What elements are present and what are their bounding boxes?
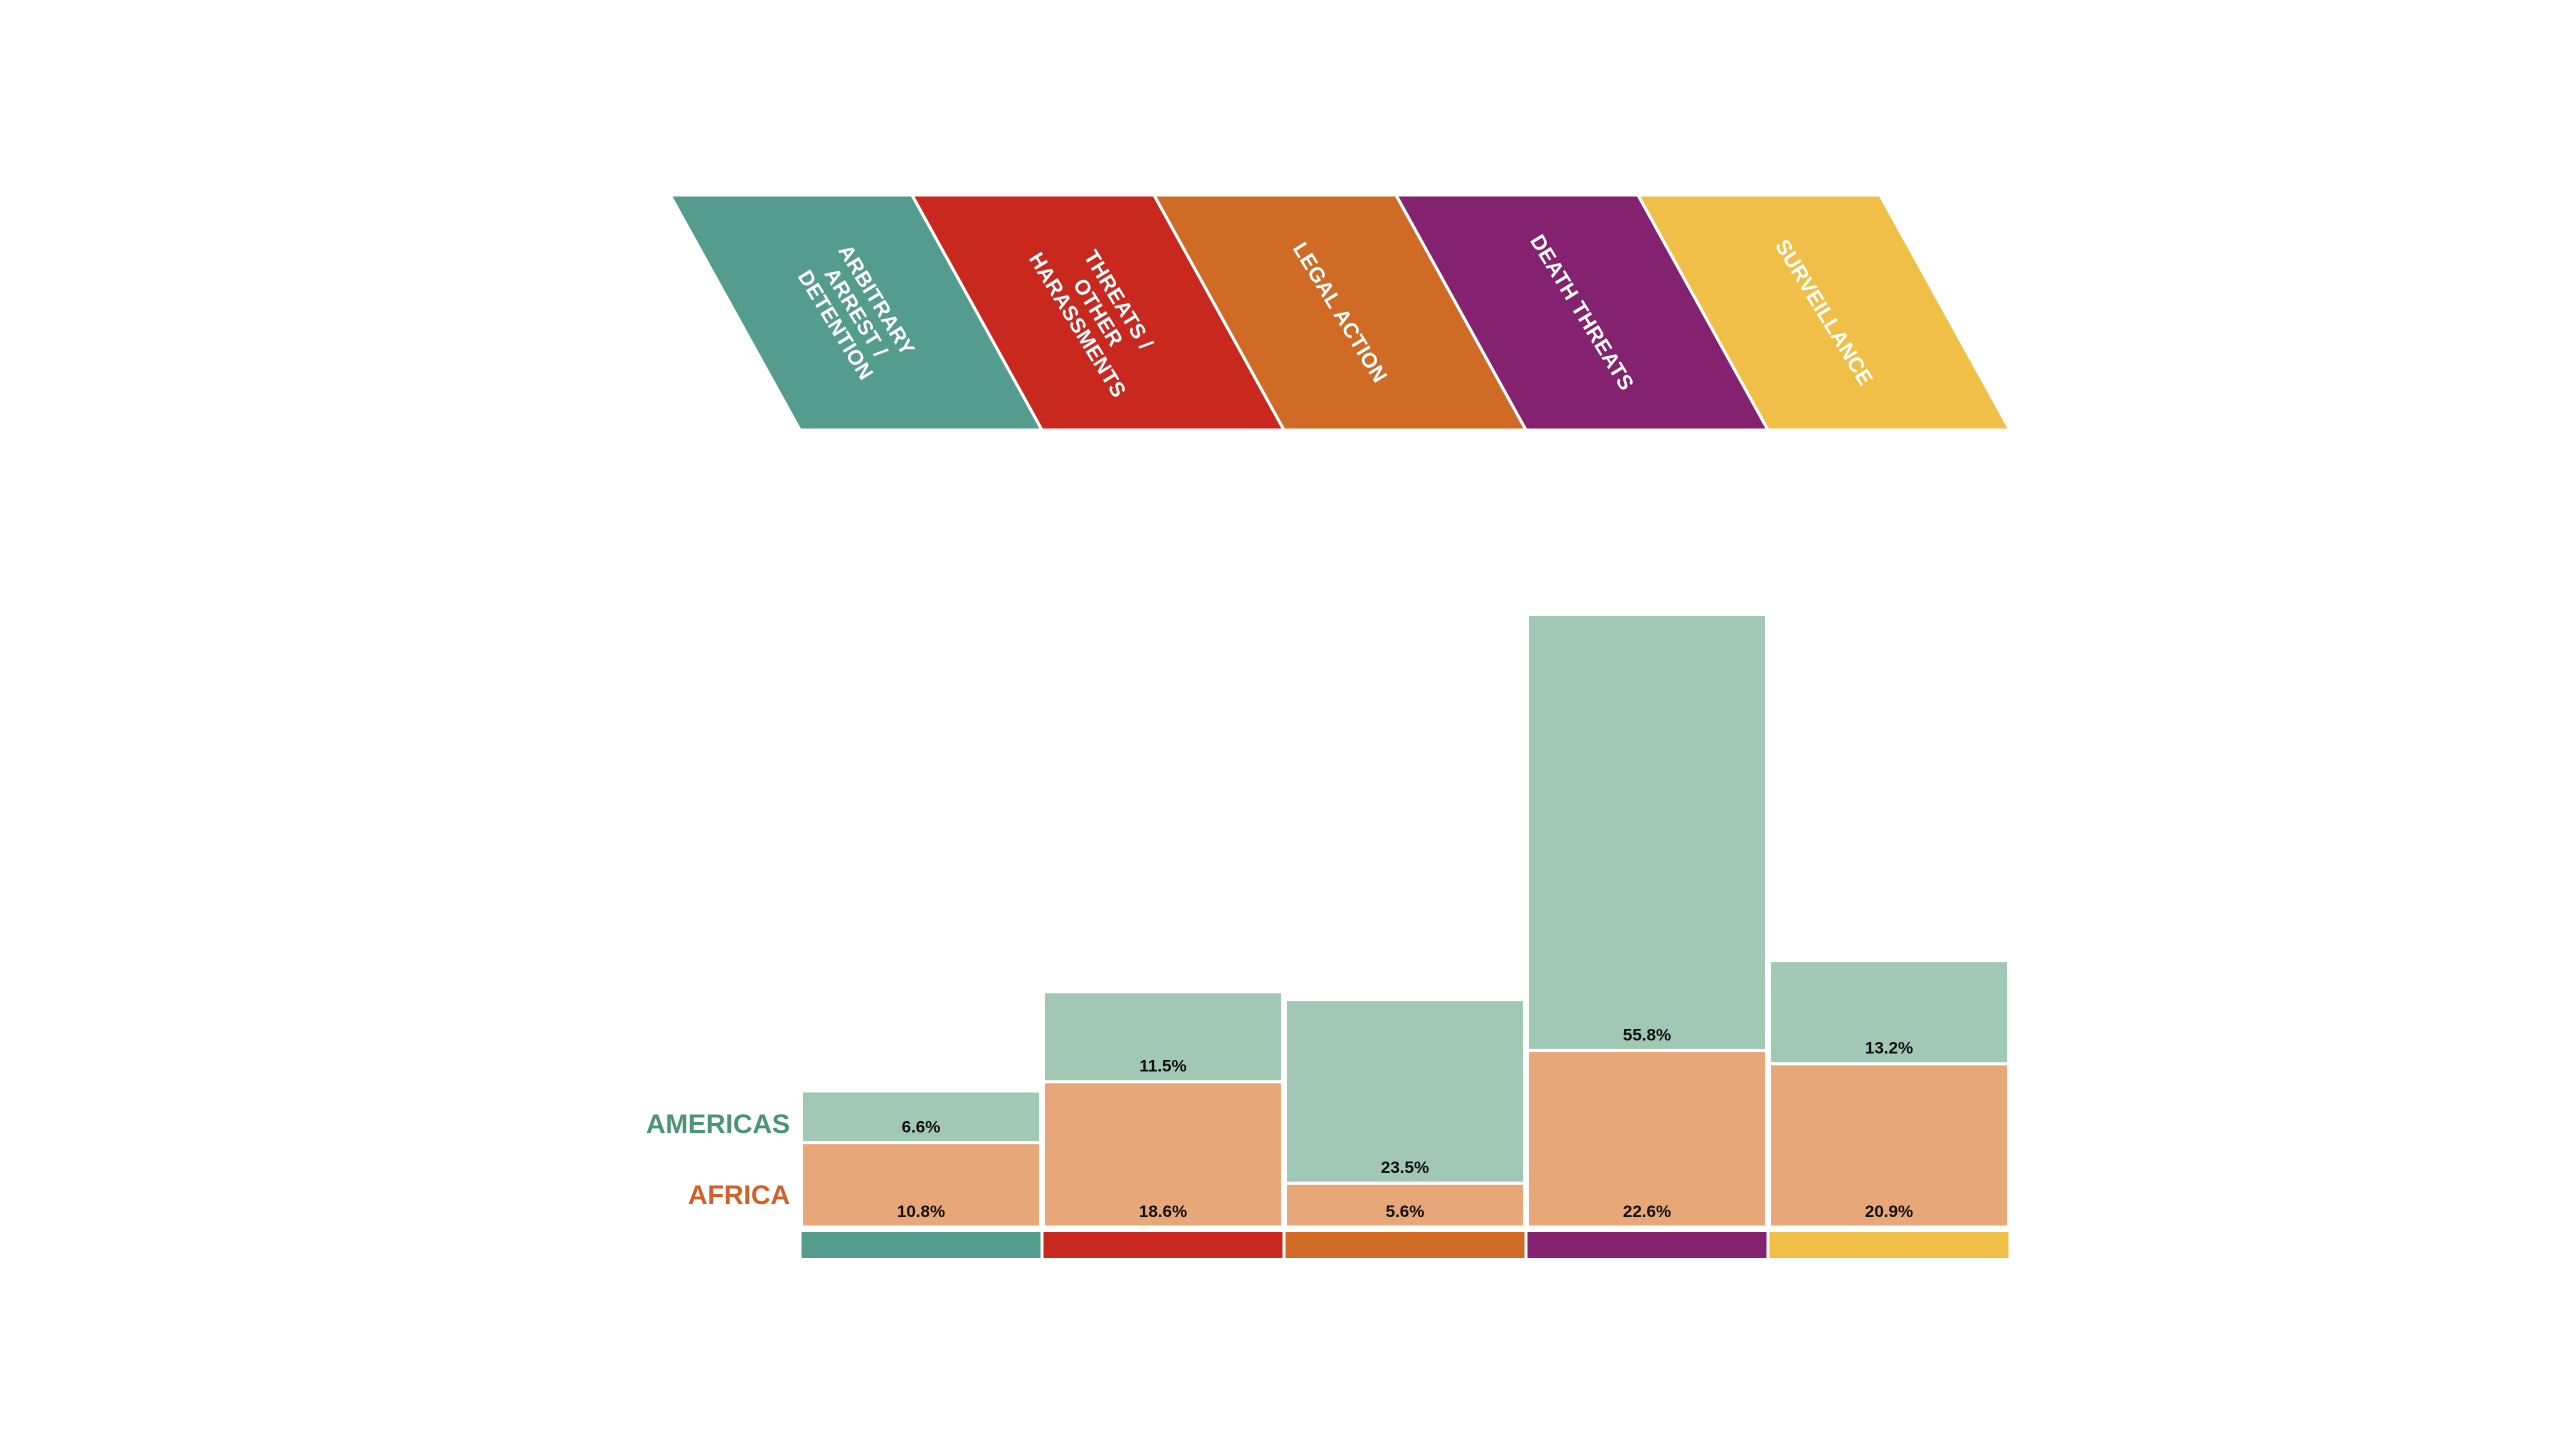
legend: AFRICA AMERICAS	[646, 1109, 790, 1210]
bar-segment-americas	[1284, 998, 1526, 1185]
category-color-strip	[1043, 1232, 1283, 1258]
category-color-strip	[1527, 1232, 1767, 1258]
legend-label-americas: AMERICAS	[646, 1109, 790, 1139]
data-label: 11.5%	[1139, 1057, 1186, 1076]
bar-segment-americas	[1526, 612, 1768, 1052]
bar-segment-africa	[1768, 1062, 2010, 1229]
category-color-strip	[1769, 1232, 2009, 1258]
bar-segment-africa	[1526, 1048, 1768, 1229]
bar-segment-americas	[800, 1089, 1042, 1145]
bar-segment-africa	[1284, 1181, 1526, 1229]
category-color-strip	[1285, 1232, 1525, 1258]
data-label: 5.6%	[1386, 1202, 1425, 1221]
data-label: 18.6%	[1139, 1202, 1187, 1221]
category-header-shape	[1635, 193, 2013, 432]
data-label: 22.6%	[1623, 1202, 1671, 1221]
data-label: 20.9%	[1865, 1202, 1913, 1221]
bar-segment-africa	[1042, 1080, 1284, 1229]
data-label: 10.8%	[897, 1202, 945, 1221]
bars: 10.8% 6.6% 18.6% 11.5% 5.6% 23.5% 22.6% 55.8% 20…	[800, 612, 2010, 1258]
category-color-strip	[801, 1232, 1041, 1258]
data-label: 23.5%	[1381, 1158, 1429, 1177]
data-label: 13.2%	[1865, 1039, 1913, 1058]
bar-segment-americas	[1042, 990, 1284, 1084]
legend-label-africa: AFRICA	[688, 1180, 790, 1210]
bar-segment-americas	[1768, 959, 2010, 1066]
data-label: 6.6%	[902, 1118, 941, 1137]
data-label: 55.8%	[1623, 1025, 1671, 1044]
